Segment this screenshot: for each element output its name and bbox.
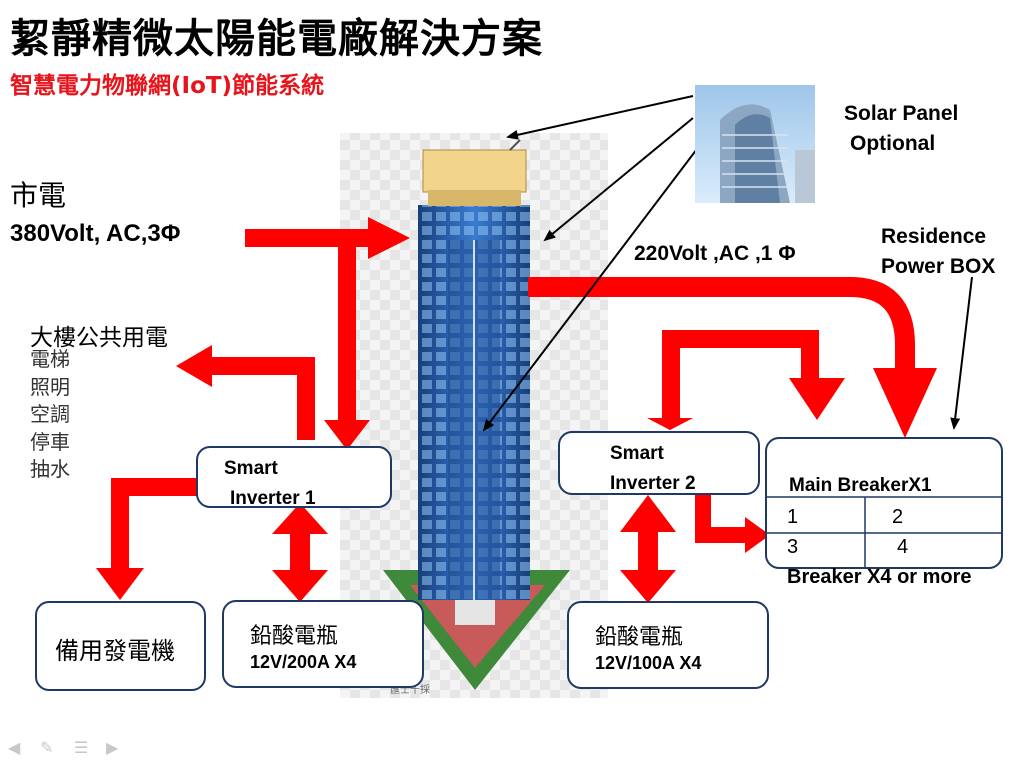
list-item: 電梯 [30, 347, 70, 371]
next-icon[interactable]: ▶ [106, 738, 119, 757]
battery-2-box: 鉛酸電瓶 12V/100A X4 [567, 601, 769, 689]
breaker-cell-2: 2 [892, 506, 904, 528]
prev-icon[interactable]: ◀ [8, 738, 21, 757]
page-subtitle: 智慧電力物聯網(IoT)節能系統 [10, 73, 325, 99]
breaker-cell-3: 3 [787, 536, 799, 558]
list-item: 照明 [30, 374, 70, 399]
pen-icon[interactable]: ✎ [40, 738, 54, 757]
battery-1-box: 鉛酸電瓶 12V/200A X4 [222, 600, 424, 688]
public-power-label: 大樓公共用電 [30, 325, 168, 351]
battery-1-label: 鉛酸電瓶 [250, 624, 339, 649]
generator-box: 備用發電機 [35, 601, 206, 691]
breaker-grid [765, 496, 1003, 569]
inverter-2-line2: Inverter 2 [610, 473, 696, 494]
solar-panel-optional: Optional [850, 132, 936, 155]
inverter-2-line1: Smart [610, 443, 664, 464]
breaker-cell-1: 1 [787, 506, 799, 528]
list-item: 停車 [30, 429, 70, 454]
smart-inverter-2-box: Smart Inverter 2 [558, 431, 760, 495]
voltage-220-label: 220Volt ,AC ,1 Φ [634, 242, 796, 265]
residence-power-box-label: Power BOX [881, 255, 996, 278]
inverter-1-line2: Inverter 1 [230, 488, 316, 509]
menu-icon[interactable]: ☰ [74, 738, 89, 757]
city-power-label: 市電 [10, 179, 67, 212]
main-breaker-title: Main BreakerX1 [789, 475, 932, 496]
list-item: 抽水 [30, 457, 70, 481]
public-power-list: 電梯 照明 空調 停車 抽水 [30, 346, 70, 484]
breaker-cell-4: 4 [897, 536, 909, 558]
inverter-1-line1: Smart [224, 458, 278, 479]
residence-label: Residence [881, 225, 987, 248]
battery-2-spec: 12V/100A X4 [595, 653, 702, 673]
pointer-arrows [482, 95, 973, 432]
battery-2-label: 鉛酸電瓶 [595, 625, 684, 650]
page-title: 絜靜精微太陽能電廠解決方案 [10, 16, 543, 62]
main-breaker-box: Main BreakerX1 [765, 437, 1003, 569]
list-item: 空調 [30, 402, 70, 426]
power-arrows [96, 217, 937, 603]
solar-tower-image [695, 85, 815, 203]
solar-panel-label: Solar Panel [844, 102, 959, 125]
breaker-footer: Breaker X4 or more [787, 566, 972, 588]
generator-label: 備用發電機 [55, 637, 175, 665]
battery-1-spec: 12V/200A X4 [250, 652, 357, 672]
city-power-spec: 380Volt, AC,3Φ [10, 220, 181, 247]
smart-inverter-1-box: Smart Inverter 1 [196, 446, 392, 509]
